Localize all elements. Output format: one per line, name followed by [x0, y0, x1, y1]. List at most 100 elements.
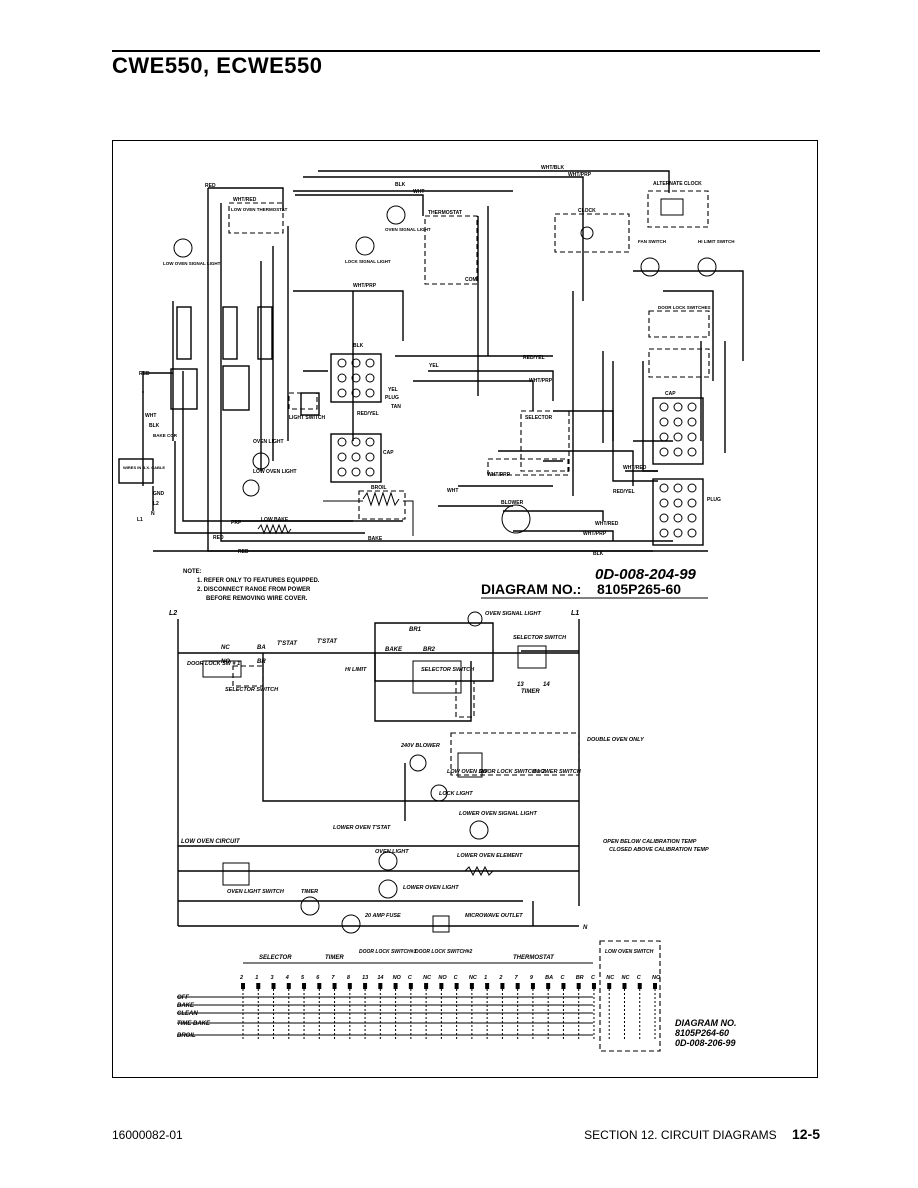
wiring-diagram: WHT/BLK WHT/PRP RED BLK WHT WHT/RED ALTE… [118, 165, 744, 602]
schem-lower-oven-element: LOWER OVEN ELEMENT [457, 853, 523, 859]
label-plug-1: PLUG [385, 395, 399, 401]
schem-lower-oven-tstat: LOWER OVEN T'STAT [333, 825, 391, 831]
chart-terminal-label: C [408, 975, 413, 981]
schem-door-lock-sw2: DOOR LOCK SWITCH # 2 [479, 769, 545, 775]
schem-240v-blower: 240V BLOWER [400, 743, 440, 749]
chart-terminal-label: BR [576, 975, 584, 981]
note-2a: 2. DISCONNECT RANGE FROM POWER [197, 587, 311, 593]
chart-row-clean: CLEAN [177, 1011, 198, 1017]
chart-terminal-label: 5 [301, 975, 305, 981]
note-1: 1. REFER ONLY TO FEATURES EQUIPPED. [197, 578, 320, 584]
chart-terminal-block [485, 983, 490, 989]
schem-lower-oven-signal-light: LOWER OVEN SIGNAL LIGHT [459, 811, 537, 817]
chart-terminal-label: C [591, 975, 596, 981]
chart-terminal-block [424, 983, 429, 989]
page-number: 12-5 [791, 1126, 820, 1142]
label-blower: BLOWER [501, 500, 524, 506]
label-wht-3: WHT [145, 413, 156, 419]
label-blk-4: BLK [149, 423, 160, 429]
chart-terminal-label: 7 [515, 975, 519, 981]
chart-row-time-bake: TIME BAKE [177, 1021, 211, 1027]
label-blk: BLK [395, 182, 406, 188]
label-selector: SELECTOR [525, 415, 553, 421]
label-yel-2: YEL [388, 387, 398, 393]
schem-timer: TIMER [521, 689, 540, 695]
diagram-no-top: 8105P265-60 [597, 581, 681, 597]
schem-n: N [583, 925, 588, 931]
label-wires-in-bx-cable: WIRES IN B.X. CABLE [123, 465, 165, 470]
label-thermostat: THERMOSTAT [428, 210, 462, 216]
schem-bake: BAKE [385, 647, 403, 653]
chart-terminal-block [500, 983, 505, 989]
chart-terminal-block [378, 983, 383, 989]
schem-lock-light: LOCK LIGHT [439, 791, 473, 797]
chart-terminal-block [256, 983, 261, 989]
schem-no: NO [221, 659, 230, 665]
chart-terminal-block [469, 983, 474, 989]
label-red-4: RED [139, 371, 150, 377]
schem-selector-switch-3: SELECTOR SWITCH [421, 667, 475, 673]
chart-group-selector: SELECTOR [259, 955, 292, 961]
label-wht-prp-4: WHT/PRP [487, 472, 511, 478]
schem-door-lock-sw1: DOOR LOCK SW # 1 [187, 661, 240, 667]
label-l1: L1 [137, 517, 143, 523]
footer-right: SECTION 12. CIRCUIT DIAGRAMS 12-5 [584, 1126, 820, 1142]
chart-terminal-label: NO [393, 975, 402, 981]
label-low-oven-signal-light: LOW OVEN SIGNAL LIGHT [163, 261, 221, 266]
schem-br1: BR1 [409, 627, 422, 633]
label-plug-2: PLUG [707, 497, 721, 503]
chart-terminal-label: NC [423, 975, 432, 981]
chart-group-door-lock-1: DOOR LOCK SWITCH#1 [359, 949, 416, 955]
label-n: N [151, 511, 155, 517]
schem-ba: BA [257, 645, 266, 651]
schem-13: 13 [517, 682, 524, 688]
chart-terminal-label: 3 [271, 975, 274, 981]
diagram-no-label-bottom: DIAGRAM NO. [675, 1018, 737, 1028]
label-wht-prp: WHT/PRP [568, 172, 592, 178]
chart-terminal-block [302, 983, 307, 989]
schem-selector-switch: SELECTOR SWITCH [513, 635, 567, 641]
label-wht-blk: WHT/BLK [541, 165, 564, 171]
label-yel: YEL [429, 363, 439, 369]
chart-terminal-block [637, 983, 642, 989]
chart-terminal-block [271, 983, 276, 989]
schem-low-oven-circuit: LOW OVEN CIRCUIT [181, 839, 241, 845]
schem-nc: NC [221, 645, 230, 651]
note-heading: NOTE: [183, 569, 202, 575]
note-2b: BEFORE REMOVING WIRE COVER. [206, 596, 308, 602]
chart-terminal-label: C [637, 975, 642, 981]
label-blk-3: BLK [593, 551, 604, 557]
schem-br: BR [257, 659, 266, 665]
chart-terminal-block [515, 983, 520, 989]
chart-terminal-block [286, 983, 291, 989]
chart-row-off: OFF [177, 995, 189, 1001]
schem-blower-switch: BLOWER SWITCH [533, 769, 582, 775]
label-low-oven-thermostat: LOW OVEN THERMOSTAT [231, 207, 288, 212]
schem-tstat-1: T'STAT [277, 641, 298, 647]
label-tan: TAN [391, 404, 401, 410]
chart-terminal-label: C [454, 975, 459, 981]
label-red-3: RED [238, 549, 249, 555]
chart-group-low-oven-switch: LOW OVEN SWITCH [605, 949, 654, 955]
label-cap-1: CAP [383, 450, 394, 456]
chart-group-timer: TIMER [325, 955, 344, 961]
label-wht-red-2: WHT/RED [595, 521, 619, 527]
schem-oven-signal-light: OVEN SIGNAL LIGHT [485, 611, 541, 617]
schem-l1: L1 [571, 610, 579, 617]
label-wht-red-3: WHT/RED [623, 465, 647, 471]
diagram-code-bottom: 0D-008-206-99 [675, 1038, 736, 1048]
label-low-bake: LOW BAKE [261, 517, 289, 523]
label-gnd: GND [153, 491, 165, 497]
schem-br2: BR2 [423, 647, 436, 653]
chart-terminal-block [530, 983, 535, 989]
label-alternate-clock: ALTERNATE CLOCK [653, 181, 702, 187]
chart-terminal-block [408, 983, 413, 989]
cap-pins-1 [337, 437, 375, 477]
label-red-yel: RED/YEL [523, 355, 545, 361]
chart-row-lines [177, 996, 593, 1036]
chart-terminal-block [332, 983, 337, 989]
chart-row-broil: BROIL [177, 1033, 196, 1039]
label-wht-red: WHT/RED [233, 197, 257, 203]
chart-terminal-block [653, 983, 657, 989]
schem-fuse: 20 AMP FUSE [364, 913, 401, 919]
